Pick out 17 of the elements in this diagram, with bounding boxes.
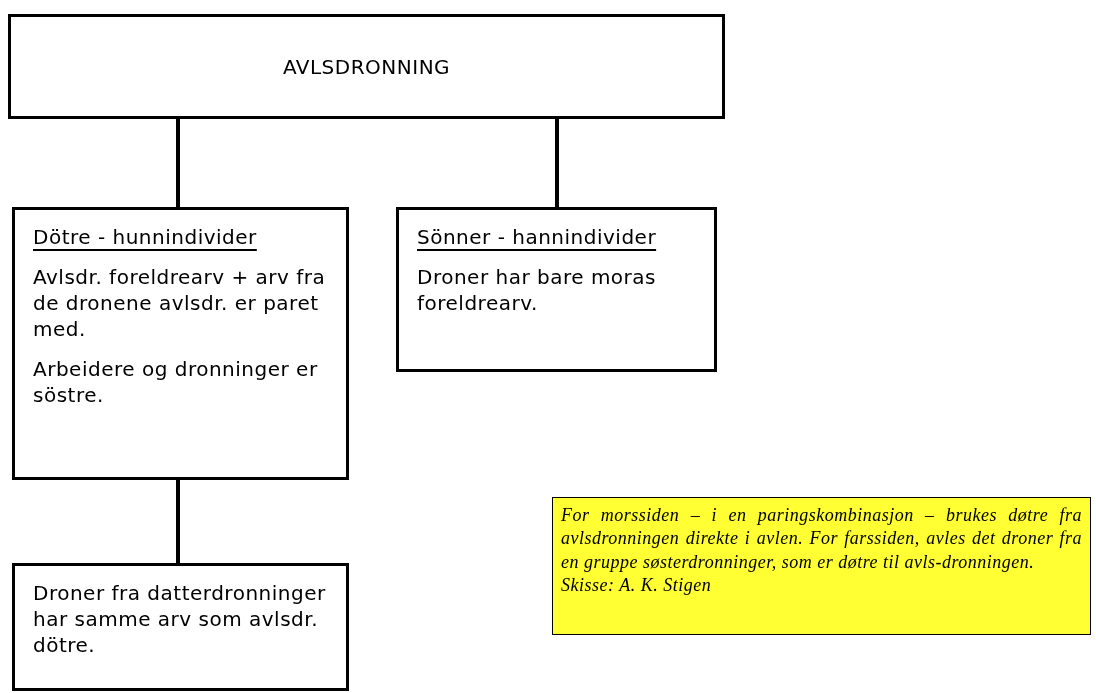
box-text: Droner fra datterdronninger har samme arv som avlsdr. dötre.: [33, 580, 327, 658]
box-text: Avlsdr. foreldrearv + arv fra de dronene avlsdr. er paret med.: [33, 264, 327, 342]
note-box: [552, 497, 1091, 635]
process-box: [8, 14, 725, 119]
box-text: For morssiden – i en paringskombinasjon – brukes døtre fra avlsdronningen direkte i avlen. For farssiden, avles det droner fra en gruppe søsterdronninger, som er døtre til avls-dronningen.: [561, 504, 1082, 574]
box-heading: Dötre - hunnindivider: [33, 224, 258, 250]
box-text: AVLSDRONNING: [282, 53, 451, 80]
connector-line: [555, 119, 559, 207]
process-box: [12, 563, 349, 691]
box-heading: Sönner - hannindivider: [417, 224, 658, 250]
process-box: [12, 207, 349, 480]
box-text: Droner har bare moras foreldrearv.: [417, 264, 657, 316]
process-box: [396, 207, 717, 372]
connector-line: [176, 119, 180, 207]
connector-line: [176, 480, 180, 563]
box-text: Arbeidere og dronninger er söstre.: [33, 356, 319, 408]
box-text: Skisse: A. K. Stigen: [561, 574, 713, 598]
